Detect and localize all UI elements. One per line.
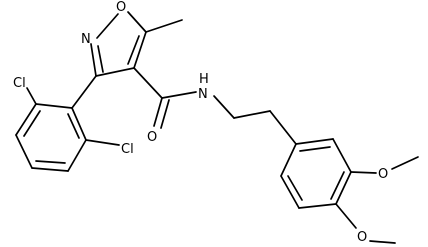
isoxazole-oxygen-label: O: [116, 0, 126, 15]
bond-n2-o1: [96, 13, 119, 39]
bond-br1-br2-inner: [299, 146, 331, 152]
bond-ar2-ar3-inner: [23, 110, 41, 137]
bond-br1-br2: [295, 138, 334, 145]
carbonyl-oxygen-label: O: [147, 130, 157, 145]
methoxy-bottom-oxygen-label: O: [357, 230, 367, 245]
bond-br3-br4-inner: [330, 171, 345, 200]
amide-hydrogen-label: H: [199, 72, 209, 87]
chlorine-top-label: Cl: [13, 76, 26, 91]
bond-ar6-ar1: [71, 107, 87, 141]
bond-c5-c4: [133, 31, 147, 69]
bond-cl-right: [85, 139, 120, 146]
bond-o-bottom-me: [369, 240, 396, 244]
bond-ch2a-ch2b: [233, 110, 271, 119]
bond-br5-br6-inner: [287, 175, 303, 201]
bond-carbonyl-o-double: [160, 99, 170, 129]
methoxy-top-oxygen-label: O: [378, 167, 388, 182]
bond-cl-top: [26, 87, 37, 105]
bond-br2-br3: [332, 138, 352, 173]
bond-ar2-ar3: [15, 103, 37, 136]
bond-ar6-ar1-inner: [67, 113, 80, 139]
bond-o-top-me: [391, 156, 419, 170]
amide-nitrogen-label: N: [198, 87, 208, 102]
bond-br3-br4: [335, 171, 352, 205]
bond-ar1-ar2: [35, 103, 73, 109]
isoxazole-nitrogen-label: N: [81, 32, 91, 47]
bond-c4-carbonyl: [133, 67, 163, 99]
bond-ar4-ar5-inner: [35, 160, 66, 164]
bond-c5-c4-inner: [127, 35, 140, 65]
dichlorophenyl-ring: [15, 75, 97, 172]
bond-carbonyl-n: [161, 91, 197, 99]
bond-br6-br1: [280, 143, 297, 177]
bond-br3-o-top: [350, 171, 377, 174]
bond-ar5-ar6: [67, 139, 87, 172]
dimethoxyphenyl-ring: [280, 138, 352, 209]
bond-ar3-ar4: [15, 134, 33, 169]
bond-br4-o-bottom: [335, 203, 357, 229]
bond-c3-ar1: [71, 75, 97, 109]
chlorine-right-label: Cl: [121, 142, 134, 157]
bond-o1-c5: [127, 11, 147, 33]
bond-br5-br6: [280, 175, 300, 209]
bond-br4-br5: [298, 203, 337, 209]
bond-carbonyl-o: [153, 97, 163, 127]
bond-ch2b-ar: [269, 110, 297, 145]
bond-c3-n2: [90, 43, 97, 77]
bond-methyl: [145, 19, 183, 33]
bond-ar4-ar5: [31, 167, 69, 172]
bond-n-ch2a: [213, 95, 235, 119]
bond-c3-n2-inner: [97, 45, 104, 73]
isoxazole-ring: [90, 11, 147, 77]
bond-c4-c3: [95, 67, 135, 77]
